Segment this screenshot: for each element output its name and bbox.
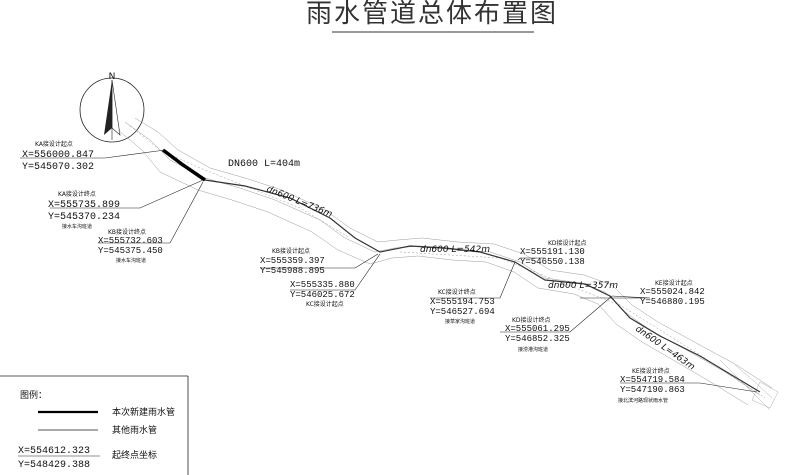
point-name-6: KD接设计起点 [548, 239, 587, 247]
point-y-2: Y=545370.234 [48, 212, 120, 223]
point-x-10: X=554719.584 [620, 375, 685, 385]
north-arrow-icon: N [79, 72, 145, 143]
point-y-5: Y=546025.672 [290, 290, 355, 300]
segment-label-4: dn600 L=463m [633, 324, 696, 372]
legend-coord-y: Y=548429.388 [18, 460, 90, 471]
point-note-2: 接水车沟班道 [62, 223, 92, 230]
point-y-6: Y=546550.138 [520, 257, 585, 267]
point-name-1: KA接设计起点 [35, 140, 73, 148]
point-note-7: 接草家沟班道 [445, 318, 475, 325]
point-x-5: X=555335.880 [290, 280, 355, 290]
legend-title: 图例： [20, 389, 47, 401]
legend-coord-x: X=554612.323 [18, 446, 90, 457]
point-x-2: X=555735.899 [48, 200, 120, 211]
point-x-7: X=555194.753 [430, 297, 495, 307]
new-pipe-main [161, 148, 206, 182]
segment-label-1: dn600 L=736m [265, 185, 334, 221]
point-y-8: Y=546880.195 [640, 297, 705, 307]
segment-label-3: dn600 L=357m [548, 281, 618, 291]
point-x-8: X=555024.842 [640, 287, 705, 297]
main-pipe-label: DN600 L=404m [228, 159, 300, 170]
point-y-9: Y=546852.325 [505, 334, 570, 344]
point-x-4: X=555359.397 [260, 256, 325, 266]
point-name-3: KB接设计终点 [108, 228, 146, 236]
point-y-3: Y=545375.450 [98, 246, 163, 256]
point-x-6: X=555191.130 [520, 247, 585, 257]
north-label: N [109, 72, 116, 82]
point-name-4: KB接设计起点 [272, 247, 310, 255]
point-name-10: KE接设计终点 [632, 367, 670, 375]
point-y-1: Y=545070.302 [22, 162, 94, 173]
legend-item-other: 其他雨水管 [112, 424, 157, 436]
point-y-4: Y=545988.895 [260, 266, 325, 276]
drawing-title: 雨水管道总体布置图 [306, 0, 558, 29]
point-note-10: 接北滨河路现状雨水管 [618, 397, 668, 404]
road-corridor [117, 117, 779, 411]
point-x-3: X=555732.603 [98, 236, 163, 246]
point-name-9: KD接设计终点 [512, 316, 551, 324]
legend-coord-label: 起终点坐标 [112, 449, 157, 461]
legend-item-new: 本次新建雨水管 [112, 406, 175, 418]
point-name-8: KE接设计起点 [655, 279, 693, 287]
other-pipe [204, 179, 761, 393]
point-name-7: KC接设计终点 [438, 288, 476, 296]
segment-label-2: dn600 L=542m [420, 245, 490, 255]
legend: 图例： 本次新建雨水管 其他雨水管 X=554612.323 Y=548429.… [0, 375, 189, 475]
point-note-3: 接水车沟班道 [116, 257, 146, 264]
point-note-9: 接涝港沟班道 [518, 346, 548, 353]
point-x-9: X=555061.295 [505, 324, 570, 334]
point-y-7: Y=546527.694 [430, 307, 495, 317]
point-y-10: Y=547190.863 [620, 385, 685, 395]
leader-lines [20, 149, 758, 393]
point-name-5: KC接设计起点 [306, 300, 344, 308]
point-name-2: KA接设计终点 [58, 190, 96, 198]
point-x-1: X=556000.847 [22, 150, 94, 161]
